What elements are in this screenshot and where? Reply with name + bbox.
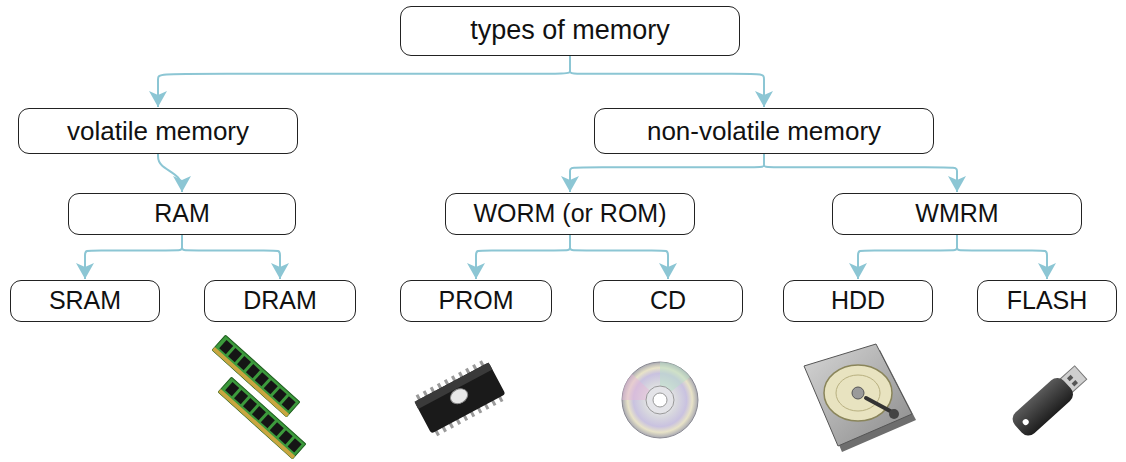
branch-arrow: [476, 235, 570, 279]
memory-type-box: FLASH: [977, 280, 1117, 322]
branch-arrow: [158, 154, 182, 192]
branch-arrow: [570, 56, 764, 107]
memory-type-box: DRAM: [204, 280, 356, 322]
branch-arrow: [764, 154, 957, 192]
node-label: WMRM: [915, 200, 998, 228]
memory-type-box: WMRM: [832, 193, 1082, 235]
memory-type-box: HDD: [783, 280, 933, 322]
branch-arrow: [858, 235, 957, 279]
prom-chip-icon: [412, 358, 508, 438]
node-label: RAM: [154, 200, 210, 228]
memory-type-box: volatile memory: [18, 108, 298, 154]
node-label: volatile memory: [67, 117, 249, 146]
hdd-icon: [804, 344, 916, 452]
memory-type-box: RAM: [68, 193, 296, 235]
memory-type-box: WORM (or ROM): [445, 193, 695, 235]
memory-type-box: non-volatile memory: [594, 108, 934, 154]
branch-arrow: [182, 235, 280, 279]
node-label: FLASH: [1007, 287, 1088, 315]
node-label: CD: [650, 287, 686, 315]
node-label: PROM: [439, 287, 514, 315]
branch-arrow: [85, 235, 182, 279]
branch-arrow: [570, 235, 668, 279]
node-label: HDD: [831, 287, 885, 315]
branch-arrow: [158, 56, 570, 107]
node-label: WORM (or ROM): [473, 200, 666, 228]
memory-type-box: PROM: [400, 280, 552, 322]
branch-arrow: [570, 154, 764, 192]
usb-flash-icon: [1009, 362, 1090, 439]
branch-arrow: [957, 235, 1047, 279]
memory-type-box: CD: [593, 280, 743, 322]
memory-type-box: types of memory: [400, 6, 740, 56]
dram-module-icon: [212, 335, 306, 459]
memory-type-box: SRAM: [10, 280, 160, 322]
node-label: types of memory: [470, 16, 670, 46]
node-label: non-volatile memory: [647, 117, 881, 146]
cd-disc-icon: [622, 362, 698, 438]
node-label: SRAM: [49, 287, 121, 315]
node-label: DRAM: [243, 287, 317, 315]
